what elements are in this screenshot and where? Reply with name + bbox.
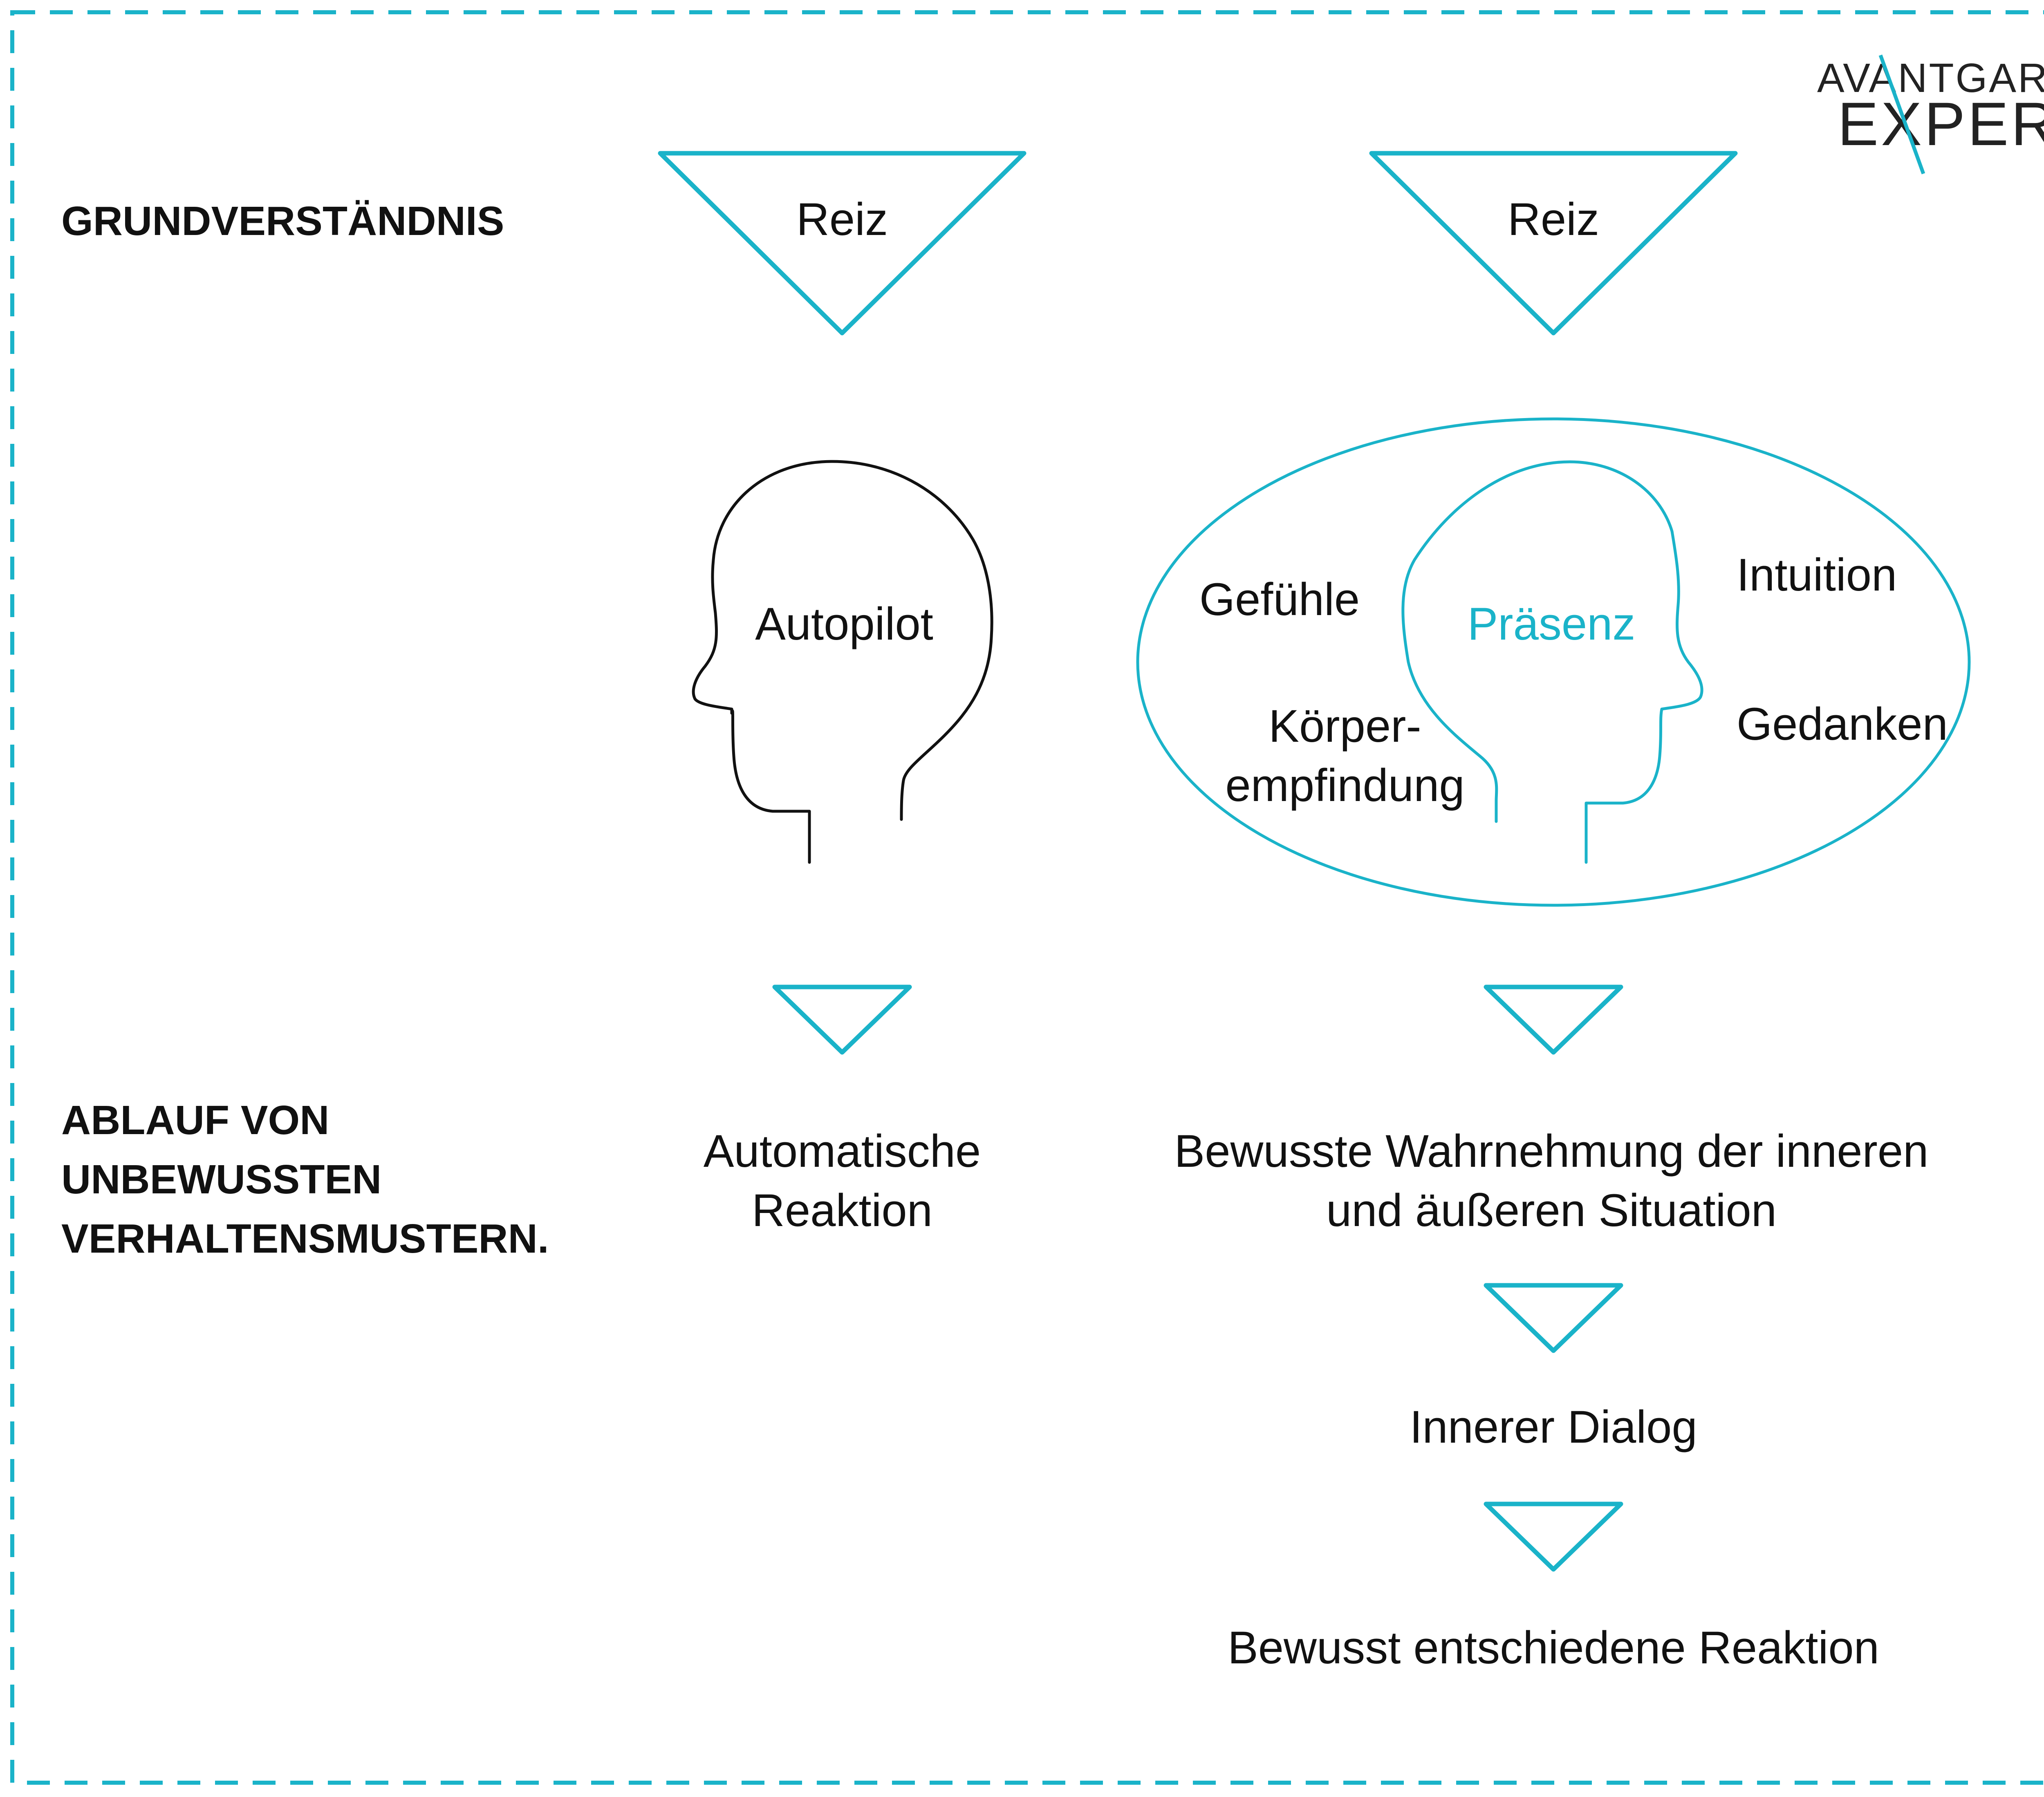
- head-autopilot-icon: [692, 460, 993, 864]
- intuition-label: Intuition: [1737, 549, 1897, 600]
- arrow-down-right-3: [1484, 1502, 1623, 1572]
- logo-line2: EXPERTS: [1838, 90, 2044, 158]
- perception-line2: und äußeren Situation: [1326, 1185, 1777, 1236]
- decision-label: Bewusst entschiedene Reaktion: [1228, 1622, 1879, 1673]
- perception-line1: Bewusste Wahrnehmung der inneren: [1174, 1126, 1929, 1177]
- gedanken-label: Gedanken: [1737, 698, 1948, 750]
- inner-dialog-label: Innerer Dialog: [1410, 1401, 1697, 1452]
- logo: AVANTGARDE EXPERTS: [1817, 54, 2044, 175]
- logo-slash-icon: [1878, 54, 1925, 175]
- arrow-down-right-2: [1484, 1283, 1623, 1353]
- reiz-label-left: Reiz: [796, 194, 888, 245]
- gefuehle-label: Gefühle: [1199, 574, 1360, 625]
- autopilot-label: Autopilot: [755, 598, 933, 649]
- reiz-label-right: Reiz: [1508, 194, 1599, 245]
- heading-ablauf-line2: UNBEWUSSTEN: [61, 1157, 381, 1202]
- heading-ablauf-line3: VERHALTENSMUSTERN.: [61, 1216, 549, 1262]
- reiz-triangle-right: [1369, 151, 1738, 336]
- logo-line1: AVANTGARDE: [1817, 55, 2044, 101]
- reiz-triangle-left: [658, 151, 1026, 336]
- heading-grundverstaendnis: GRUNDVERSTÄNDNIS: [61, 198, 504, 244]
- koerper-label-line1: Körper-: [1269, 700, 1421, 752]
- dashed-frame: [10, 10, 2044, 1785]
- koerper-label-line2: empfindung: [1225, 760, 1464, 811]
- arrow-down-right-1: [1484, 985, 1623, 1055]
- automatic-reaction-line1: Automatische: [704, 1126, 981, 1177]
- heading-ablauf-line1: ABLAUF VON: [61, 1097, 329, 1143]
- automatic-reaction-line2: Reaktion: [752, 1185, 932, 1236]
- head-presence-icon: [1401, 460, 1703, 864]
- presence-ellipse: [1136, 417, 1971, 907]
- arrow-down-left: [772, 985, 912, 1055]
- praesenz-label: Präsenz: [1468, 598, 1636, 649]
